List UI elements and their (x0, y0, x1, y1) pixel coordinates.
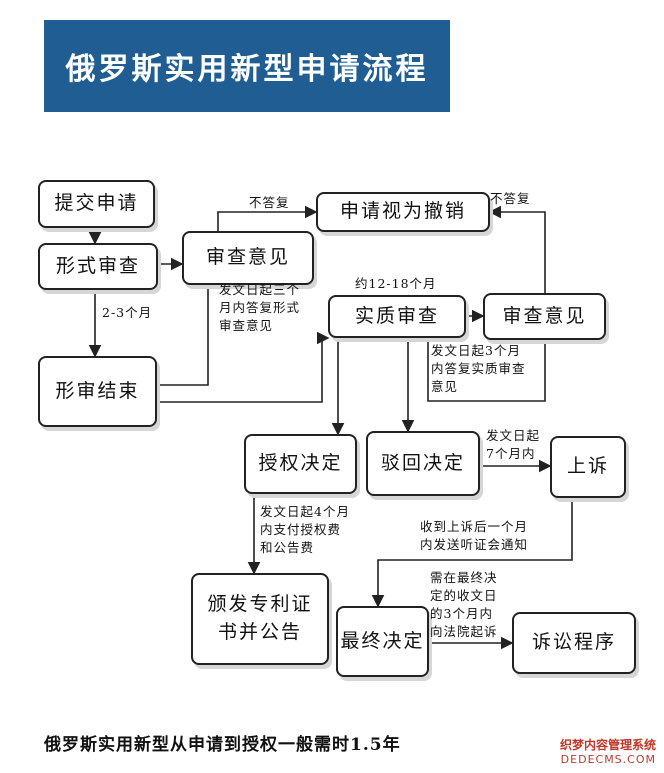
node-issue-label-1: 颁发专利证 (207, 593, 313, 616)
label-fee: 发文日起4个月 内支付授权费 和公告费 (260, 503, 350, 557)
node-grant-label: 授权决定 (258, 452, 343, 475)
line-opinion-reply (157, 285, 209, 386)
label-formal-reply-1: 发文日起三个 (219, 282, 301, 297)
arrow-result-to-substantive (157, 331, 330, 403)
node-withdrawn[interactable]: 申请视为撤销 (316, 192, 490, 232)
node-issue-label-2: 书并公告 (217, 621, 302, 643)
watermark-line1: 织梦内容管理系统 (559, 738, 656, 752)
node-final-label: 最终决定 (340, 629, 425, 652)
node-appeal[interactable]: 上诉 (550, 436, 626, 498)
node-reject-label: 驳回决定 (380, 451, 465, 474)
label-subst-reply-3: 意见 (431, 379, 459, 395)
node-substantive-exam[interactable]: 实质审查 (328, 295, 466, 338)
label-subst-reply-2: 内答复实质审查 (431, 361, 526, 377)
label-formal-reply: 发文日起三个 月内答复形式 审查意见 (219, 281, 300, 335)
label-fee-2: 内支付授权费 (260, 522, 342, 538)
label-court-3: 的3个月内 (430, 606, 493, 622)
label-appeal-time-1: 发文日起 (486, 428, 541, 443)
node-substantive-exam-label: 实质审查 (354, 304, 439, 327)
label-no-reply-left: 不答复 (249, 195, 290, 210)
label-court-4: 向法院起诉 (430, 624, 498, 640)
label-subst-reply: 发文日起3个月 内答复实质审查 意见 (431, 342, 526, 396)
node-formal-opinion-label: 审查意见 (205, 246, 290, 269)
node-grant[interactable]: 授权决定 (244, 434, 357, 494)
node-issue[interactable]: 颁发专利证 书并公告 (191, 573, 329, 665)
watermark: 织梦内容管理系统 DEDECMS.COM (560, 736, 656, 766)
label-fee-1: 发文日起4个月 (260, 504, 350, 519)
node-substantive-opinion-label: 审查意见 (502, 304, 587, 327)
line-subst-opinion-reply (418, 337, 546, 402)
node-appeal-label: 上诉 (566, 455, 609, 478)
node-formal-result-label: 形审结束 (55, 379, 140, 402)
node-litigation[interactable]: 诉讼程序 (512, 612, 636, 674)
node-litigation-label: 诉讼程序 (531, 631, 616, 654)
label-hearing: 收到上诉后一个月 内发送听证会通知 (420, 518, 528, 554)
label-court-1: 需在最终决 (430, 570, 498, 585)
label-court: 需在最终决 定的收文日 的3个月内 向法院起诉 (430, 569, 498, 642)
title-banner: 俄罗斯实用新型申请流程 (44, 20, 450, 112)
label-court-2: 定的收文日 (430, 588, 498, 604)
node-formal-exam[interactable]: 形式审查 (38, 243, 158, 290)
page-title: 俄罗斯实用新型申请流程 (65, 52, 429, 87)
arrow-subst-opinion-to-withdrawn (488, 205, 546, 293)
label-no-reply-right: 不答复 (490, 191, 531, 206)
node-withdrawn-label: 申请视为撤销 (339, 200, 466, 223)
node-formal-exam-label: 形式审查 (55, 254, 140, 277)
label-subst-reply-1: 发文日起3个月 (431, 343, 521, 358)
watermark-line2: DEDECMS.COM (560, 753, 656, 766)
footer-summary: 俄罗斯实用新型从申请到授权一般需时1.5年 (44, 735, 401, 755)
node-formal-opinion[interactable]: 审查意见 (182, 231, 314, 285)
label-months-12-18: 约12-18个月 (355, 276, 437, 291)
node-submit-label: 提交申请 (54, 192, 139, 215)
label-hearing-2: 内发送听证会通知 (420, 537, 529, 553)
label-formal-reply-2: 月内答复形式 (219, 300, 301, 316)
arrow-opinion-to-withdrawn (217, 205, 318, 231)
node-substantive-opinion[interactable]: 审查意见 (483, 293, 606, 340)
node-submit[interactable]: 提交申请 (38, 180, 155, 228)
node-final[interactable]: 最终决定 (336, 606, 429, 677)
node-reject[interactable]: 驳回决定 (366, 431, 480, 496)
node-formal-result[interactable]: 形审结束 (38, 356, 157, 427)
label-hearing-1: 收到上诉后一个月 (420, 519, 529, 534)
label-formal-reply-3: 审查意见 (219, 318, 274, 334)
label-fee-3: 和公告费 (260, 540, 315, 556)
label-months-2-3: 2-3个月 (102, 305, 153, 320)
label-appeal-time-2: 7个月内 (486, 446, 536, 462)
arrow-appeal-to-final (371, 498, 573, 608)
label-appeal-time: 发文日起 7个月内 (486, 427, 540, 463)
